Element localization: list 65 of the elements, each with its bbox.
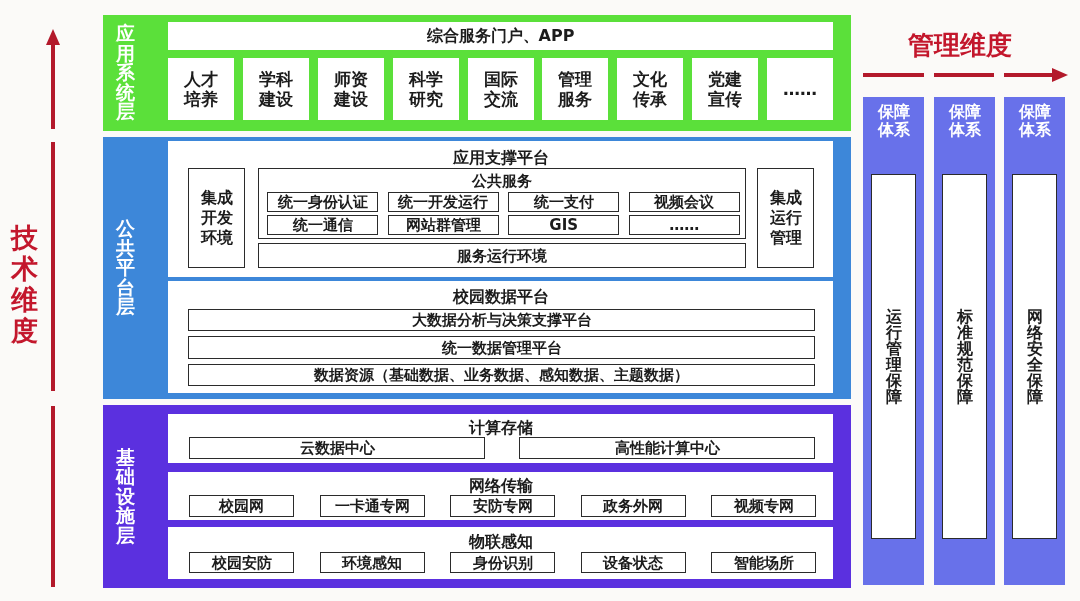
layer-band (103, 15, 851, 131)
service-box: 统一数据管理平台 (188, 336, 815, 359)
column-heading: 保障体系 (948, 103, 981, 139)
platform-panel (168, 472, 833, 520)
service-box: 安防专网 (450, 495, 555, 517)
service-box: 视频专网 (711, 495, 816, 517)
service-box: 智能场所 (711, 552, 816, 573)
module-tile: 文化传承 (617, 58, 684, 120)
portal-bar: 综合服务门户、APP (168, 22, 833, 50)
support-box: 标准规范保障 (942, 174, 987, 539)
dimension-label: 技术维度 (11, 222, 38, 346)
service-box: 统一身份认证 (267, 192, 378, 212)
service-box: …… (628, 215, 740, 235)
service-box: 身份识别 (450, 552, 555, 573)
layer-title: 应用系统层 (115, 24, 135, 122)
module-tile: 师资建设 (317, 58, 384, 120)
service-box: 云数据中心 (189, 437, 485, 459)
module-tile: …… (767, 58, 833, 120)
service-box: 设备状态 (580, 552, 686, 573)
layer-band (103, 405, 851, 588)
service-box: 环境感知 (319, 552, 425, 573)
layer-band (103, 137, 851, 399)
support-box: 运行管理保障 (871, 174, 916, 539)
platform-panel (168, 281, 833, 393)
module-tile: 国际交流 (467, 58, 534, 120)
module-tile: 党建宣传 (692, 58, 759, 120)
panel-heading: 计算存储 (468, 419, 533, 437)
platform-panel (168, 527, 833, 579)
support-column (934, 97, 995, 585)
module-tile: 学科建设 (242, 58, 309, 120)
service-box: 高性能计算中心 (519, 437, 815, 459)
panel-heading: 网络传输 (468, 477, 533, 495)
service-box: 校园安防 (189, 552, 294, 573)
service-box: GIS (508, 215, 620, 235)
service-box: 校园网 (189, 495, 294, 517)
service-box: 一卡通专网 (319, 495, 425, 517)
support-column (1004, 97, 1065, 585)
dimension-label: 管理维度 (908, 30, 1012, 60)
module-tile: 人才培养 (168, 58, 234, 120)
panel-heading: 校园数据平台 (452, 288, 549, 306)
layer-title: 基础设施层 (115, 447, 135, 546)
service-box: 数据资源（基础数据、业务数据、感知数据、主题数据） (188, 364, 815, 386)
service-box: 大数据分析与决策支撑平台 (188, 309, 815, 331)
column-heading: 保障体系 (1018, 103, 1051, 139)
support-box: 网络安全保障 (1012, 174, 1057, 539)
service-box: 服务运行环境 (258, 243, 746, 268)
service-box: 视频会议 (628, 192, 740, 212)
service-box: 网站群管理 (387, 215, 499, 235)
panel-heading: 物联感知 (468, 533, 533, 551)
column-heading: 保障体系 (877, 103, 910, 139)
module-tile: 科学研究 (392, 58, 459, 120)
service-group-box (258, 168, 746, 239)
platform-panel (168, 141, 833, 277)
service-box: 统一通信 (267, 215, 378, 235)
layer-title: 公共平台层 (115, 219, 135, 317)
support-column (863, 97, 924, 585)
side-box: 集成运行管理 (757, 168, 814, 268)
panel-heading: 应用支撑平台 (452, 149, 549, 167)
service-box: 统一支付 (508, 192, 620, 212)
service-box: 统一开发运行 (387, 192, 499, 212)
module-tile: 管理服务 (542, 58, 609, 120)
service-box: 政务外网 (580, 495, 686, 517)
group-heading: 公共服务 (472, 173, 532, 190)
side-box: 集成开发环境 (188, 168, 245, 268)
platform-panel (168, 414, 833, 463)
